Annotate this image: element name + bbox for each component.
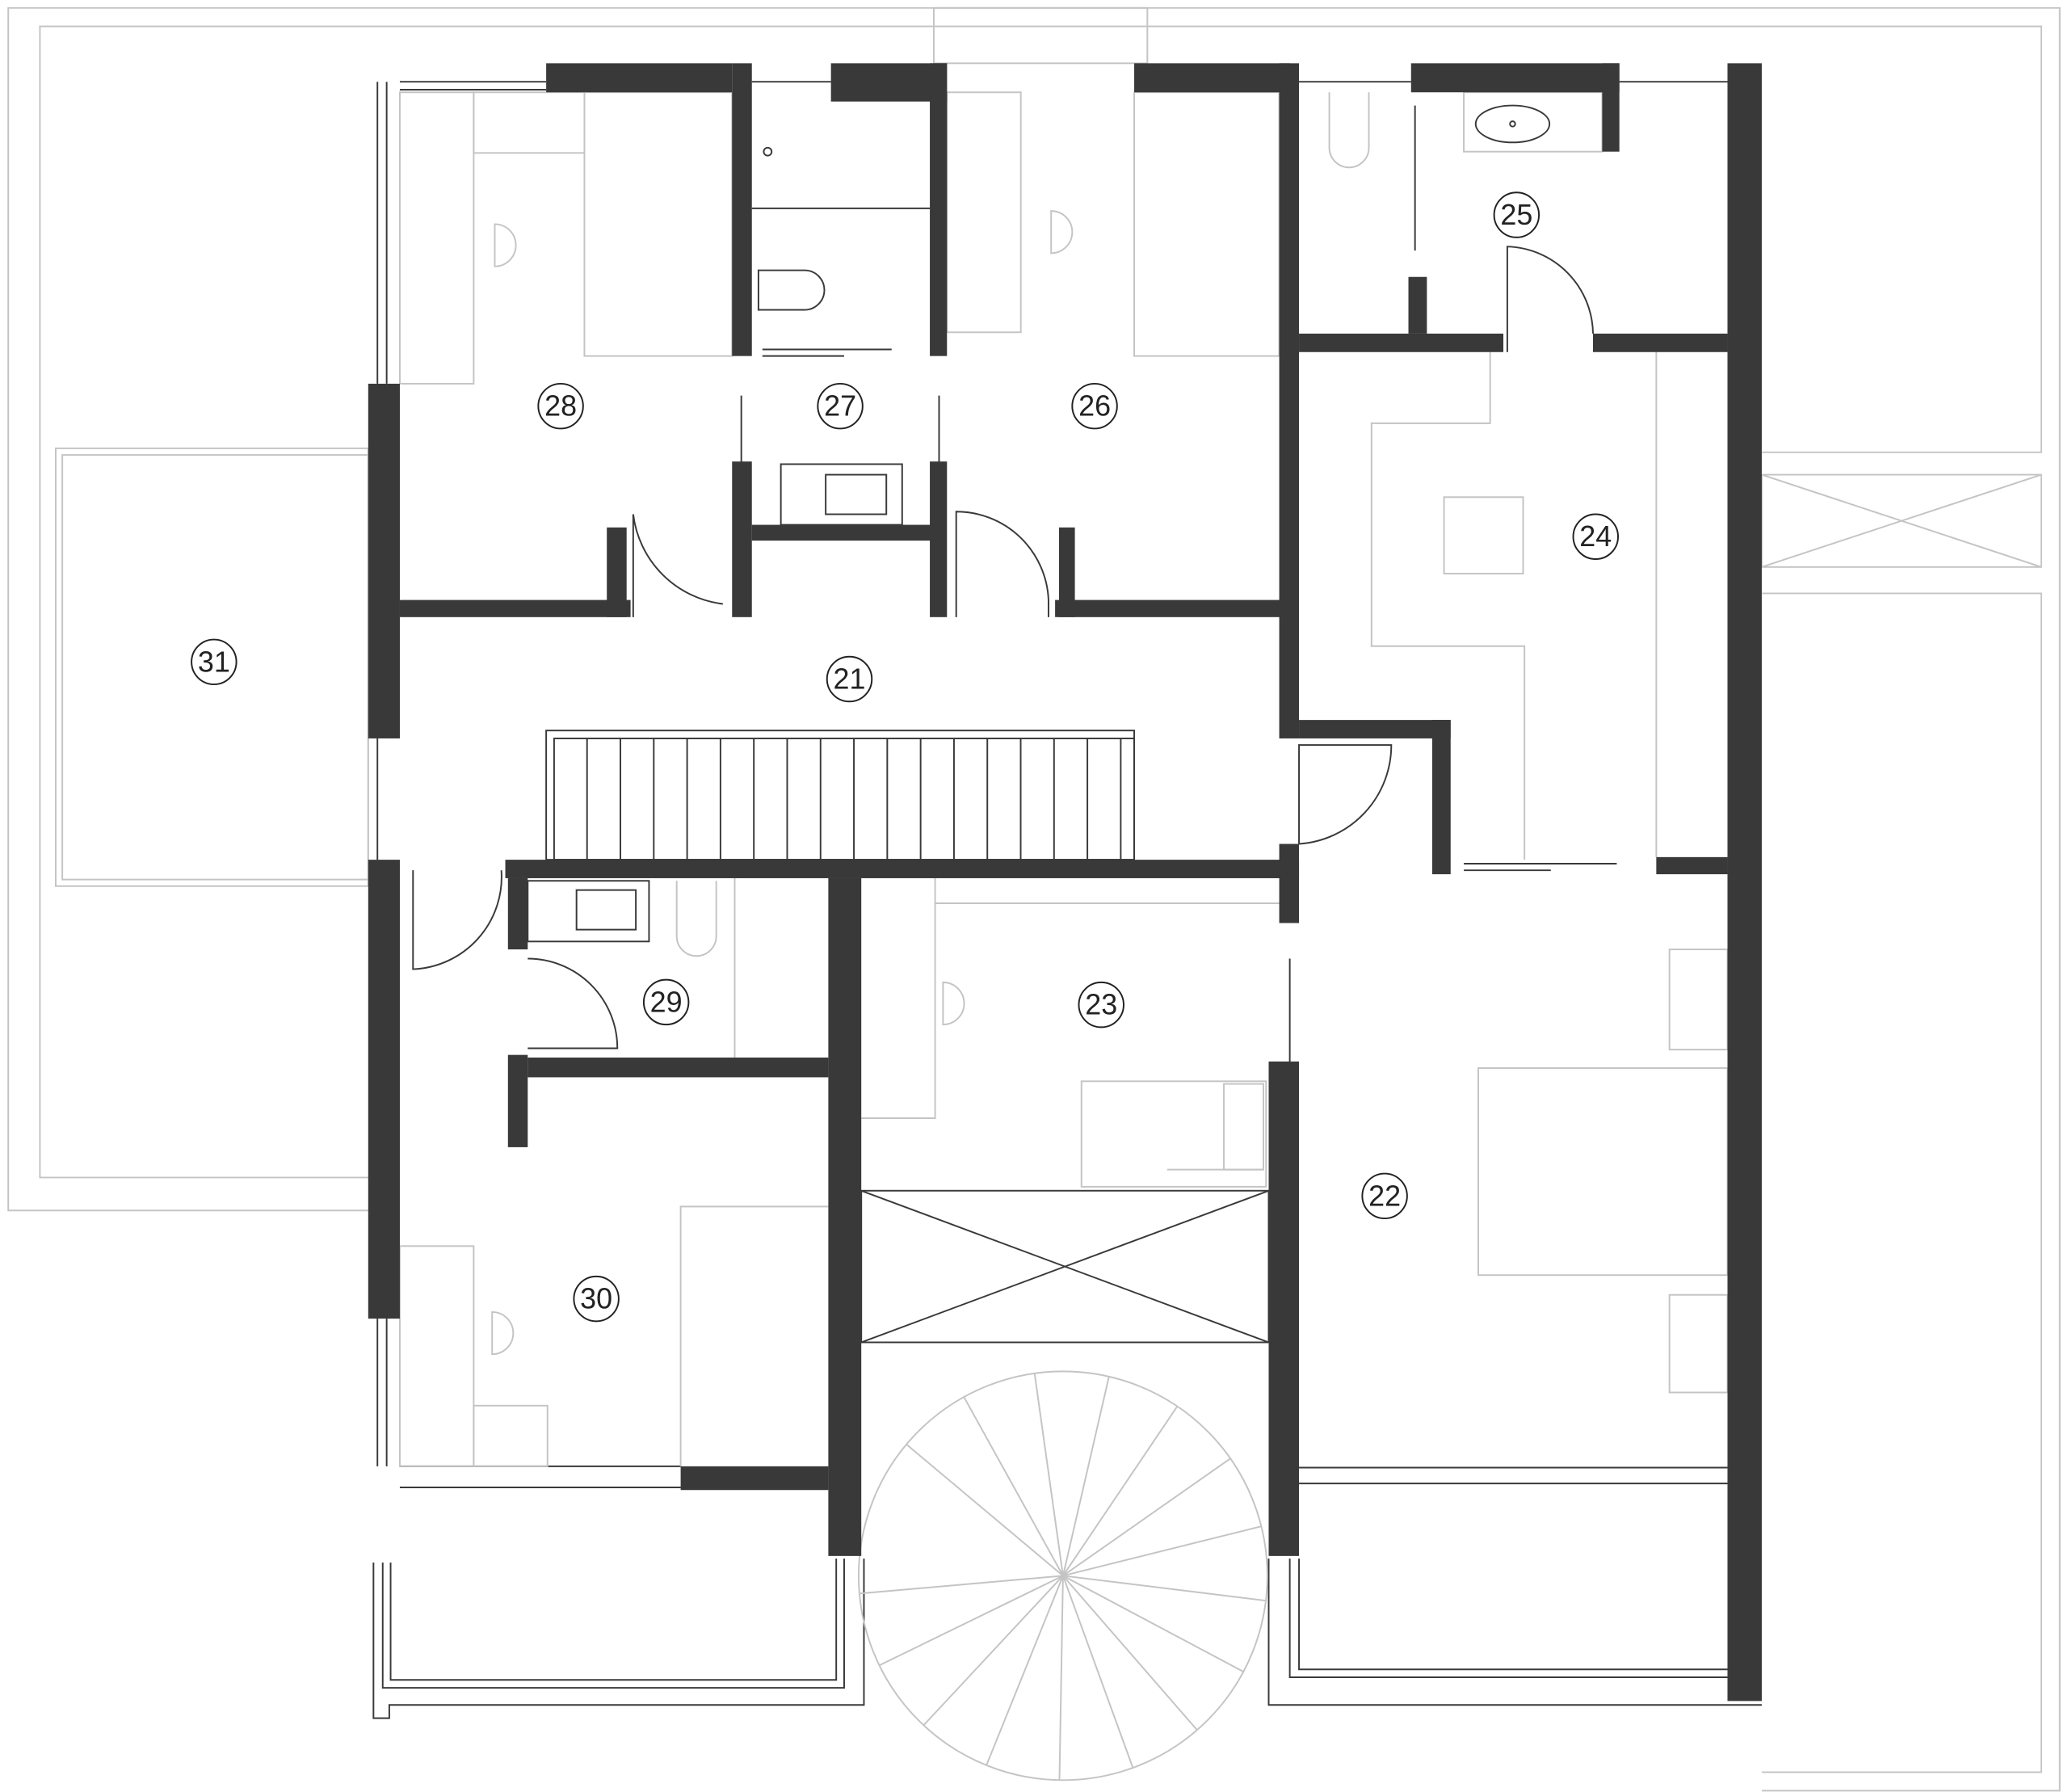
spiral-tread bbox=[1062, 1575, 1244, 1672]
spiral-tread bbox=[1062, 1406, 1179, 1576]
staircase bbox=[545, 730, 1136, 861]
room-label: 27 bbox=[824, 390, 856, 423]
room-label: 30 bbox=[580, 1283, 612, 1315]
room-label: 29 bbox=[650, 986, 683, 1018]
room-29: 29 bbox=[642, 978, 690, 1026]
spiral-tread bbox=[1061, 1575, 1134, 1769]
furniture bbox=[398, 91, 1729, 1467]
room-27: 27 bbox=[817, 382, 864, 430]
room-label: 28 bbox=[544, 390, 577, 423]
spiral-tread bbox=[906, 1443, 1064, 1577]
room-30: 30 bbox=[573, 1275, 620, 1323]
walls bbox=[368, 63, 1762, 1702]
room-label: 21 bbox=[834, 663, 866, 696]
room-21: 21 bbox=[826, 655, 873, 703]
spiral-tread bbox=[986, 1575, 1064, 1766]
spiral-tread bbox=[1033, 1373, 1064, 1576]
room-label: 24 bbox=[1579, 520, 1612, 553]
spiral-tread bbox=[1062, 1575, 1267, 1602]
spiral-staircase bbox=[857, 1370, 1268, 1781]
room-23: 23 bbox=[1078, 981, 1124, 1029]
room-26: 26 bbox=[1071, 382, 1118, 430]
spiral-tread bbox=[1061, 1376, 1110, 1576]
spiral-tread bbox=[923, 1575, 1064, 1727]
room-label: 22 bbox=[1368, 1180, 1401, 1212]
room-label: 31 bbox=[198, 646, 230, 678]
room-24: 24 bbox=[1572, 513, 1619, 560]
spiral-tread bbox=[963, 1396, 1064, 1576]
spiral-tread bbox=[1062, 1575, 1198, 1731]
spiral-tread bbox=[1062, 1458, 1231, 1577]
room-label: 26 bbox=[1078, 390, 1111, 423]
terrace-outlines bbox=[7, 6, 2061, 1792]
room-28: 28 bbox=[537, 382, 584, 430]
spiral-tread bbox=[879, 1575, 1064, 1667]
spiral-tread bbox=[1058, 1575, 1064, 1781]
spiral-tread bbox=[859, 1575, 1063, 1595]
room-22: 22 bbox=[1361, 1172, 1408, 1220]
room-label: 23 bbox=[1085, 989, 1117, 1021]
room-25: 25 bbox=[1493, 191, 1540, 238]
room-label: 25 bbox=[1500, 199, 1532, 231]
room-31: 31 bbox=[191, 638, 237, 686]
door-swings bbox=[412, 246, 1594, 1050]
spiral-tread bbox=[1062, 1525, 1262, 1577]
